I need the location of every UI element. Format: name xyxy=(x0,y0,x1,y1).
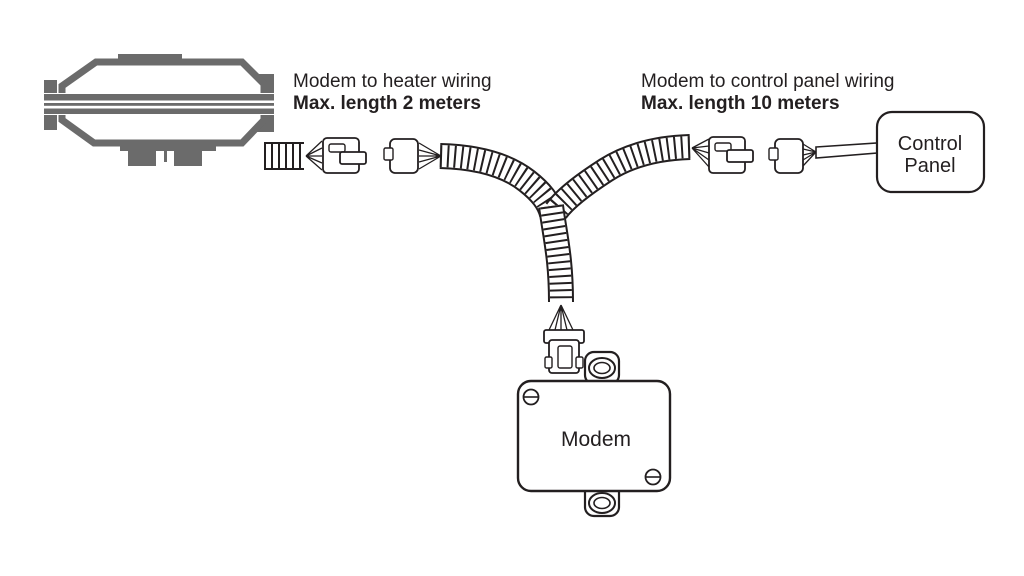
heater-foot-right xyxy=(174,151,202,166)
modem-bottom-eyelet-hole xyxy=(593,496,611,510)
control-panel-cable xyxy=(815,142,878,159)
modem-body xyxy=(516,379,672,493)
harness-left-wire-fan xyxy=(418,142,442,170)
heater-pigtail-wire-fan xyxy=(305,140,323,171)
control-panel-wiring-label-line1: Modem to control panel wiring xyxy=(641,71,894,92)
panel-wire-fan xyxy=(802,143,817,167)
heater-male-connector-icon xyxy=(322,137,367,174)
heater-foot-stub xyxy=(164,151,167,162)
modem-icon xyxy=(516,350,672,518)
panel-male-connector-icon xyxy=(708,136,754,174)
modem-connector-icon xyxy=(543,329,585,374)
modem-label: Modem xyxy=(561,428,631,451)
control-panel-label-line1: Control xyxy=(898,133,962,155)
harness-trunk-cable xyxy=(538,204,574,303)
heater-band-stripe xyxy=(44,108,274,114)
control-panel-wiring-label-line2: Max. length 10 meters xyxy=(641,93,840,114)
harness-female-connector-icon xyxy=(383,138,419,174)
harness-right-branch-cable xyxy=(545,134,691,220)
harness-left-branch-cable xyxy=(439,143,565,218)
heater-foot-left xyxy=(128,151,156,166)
heater-wiring-label-line2: Max. length 2 meters xyxy=(293,93,481,114)
heater-band-stripe xyxy=(44,94,274,101)
heater-wiring-label-line1: Modem to heater wiring xyxy=(293,71,492,92)
modem-top-eyelet-hole xyxy=(593,361,611,375)
modem-wire-fan xyxy=(548,304,574,331)
control-panel-label-line2: Panel xyxy=(904,155,955,177)
control-panel-box xyxy=(875,110,986,194)
heater-icon xyxy=(44,54,274,166)
heater-band-stripe xyxy=(44,103,274,106)
panel-female-connector-icon xyxy=(768,138,804,174)
harness-right-wire-fan xyxy=(691,138,710,168)
